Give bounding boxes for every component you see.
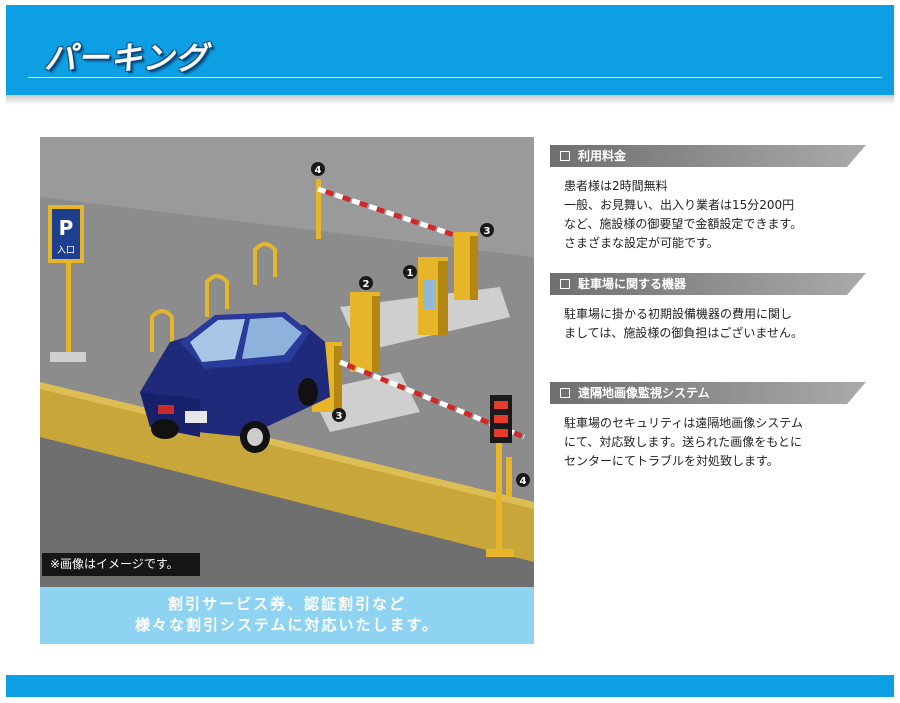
section-equipment: 駐車場に関する機器 駐車場に掛かる初期設備機器の費用に関し ましては、施設様の御… — [550, 273, 866, 343]
parking-sign-text: 入口 — [57, 245, 75, 256]
section-usage-fee: 利用料金 患者様は2時間無料 一般、お見舞い、出入り業者は15分200円 など、… — [550, 145, 866, 253]
section-heading: 遠隔地画像監視システム — [550, 382, 866, 404]
checkbox-icon — [560, 388, 570, 398]
section-title: 遠隔地画像監視システム — [578, 386, 710, 400]
caption-line-1: 割引サービス券、認証割引など — [167, 595, 406, 613]
checkbox-icon — [560, 151, 570, 161]
car — [140, 312, 330, 453]
section-line: など、施設様の御要望で金額設定できます。 — [564, 217, 803, 231]
section-body: 駐車場のセキュリティは遠隔地画像システム にて、対応致します。送られた画像をもと… — [550, 404, 866, 471]
caption-line-2: 様々な割引システムに対応いたします。 — [134, 616, 440, 634]
section-line: にて、対応致します。送られた画像をもとに — [564, 435, 802, 449]
section-line: 一般、お見舞い、出入り業者は15分200円 — [564, 198, 795, 212]
marker-1: 1 — [407, 268, 414, 279]
section-remote-monitoring: 遠隔地画像監視システム 駐車場のセキュリティは遠隔地画像システム にて、対応致し… — [550, 382, 866, 471]
parking-illustration: P 入口 — [40, 137, 534, 587]
section-line: 駐車場のセキュリティは遠隔地画像システム — [564, 416, 803, 430]
image-caption: 割引サービス券、認証割引など 様々な割引システムに対応いたします。 — [40, 587, 534, 644]
section-line: 駐車場に掛かる初期設備機器の費用に関し — [564, 307, 793, 321]
section-body: 駐車場に掛かる初期設備機器の費用に関し ましては、施設様の御負担はございません。 — [550, 295, 866, 343]
section-line: ましては、施設様の御負担はございません。 — [564, 326, 804, 340]
signal-pole — [496, 397, 502, 557]
rear-barrier-arm — [317, 186, 461, 240]
section-title: 駐車場に関する機器 — [578, 277, 687, 291]
page-title: パーキング — [44, 39, 209, 77]
image-note: ※画像はイメージです。 — [42, 553, 200, 576]
parking-sign-letter: P — [59, 216, 74, 240]
page-header: パーキング — [6, 5, 894, 95]
marker-3-bottom: 3 — [336, 411, 343, 422]
section-title: 利用料金 — [578, 149, 627, 163]
section-heading: 利用料金 — [550, 145, 866, 167]
header-divider — [28, 77, 882, 78]
section-line: センターにてトラブルを対処致します。 — [564, 454, 779, 468]
section-line: 患者様は2時間無料 — [564, 179, 668, 193]
header-shadow — [6, 95, 894, 105]
marker-4-bottom: 4 — [520, 476, 527, 487]
checkbox-icon — [560, 279, 570, 289]
section-line: さまざまな設定が可能です。 — [564, 236, 719, 250]
marker-4-top: 4 — [315, 165, 322, 176]
page-footer — [6, 675, 894, 697]
marker-3-top: 3 — [484, 226, 491, 237]
section-heading: 駐車場に関する機器 — [550, 273, 866, 295]
section-body: 患者様は2時間無料 一般、お見舞い、出入り業者は15分200円 など、施設様の御… — [550, 167, 866, 253]
marker-2: 2 — [363, 279, 370, 290]
parking-sign-pole — [66, 257, 71, 357]
